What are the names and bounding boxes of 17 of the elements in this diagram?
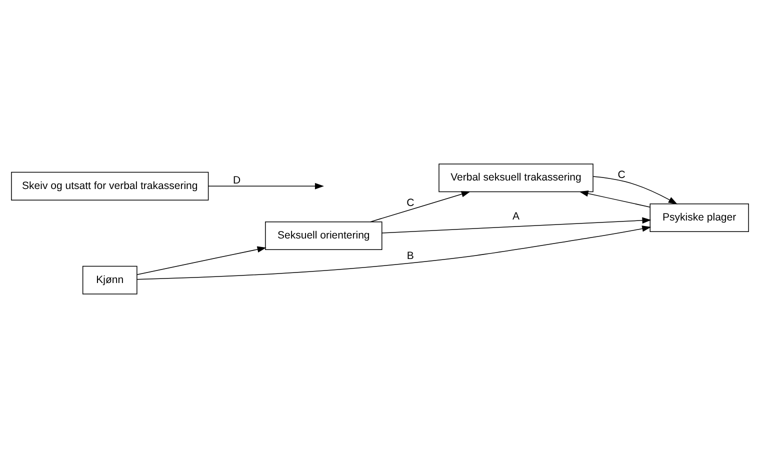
node-box: Verbal seksuell trakassering — [438, 163, 594, 192]
arrow — [592, 176, 678, 204]
arrow — [136, 225, 652, 280]
node-box: Psykiske plager — [650, 202, 749, 232]
arrow — [579, 190, 650, 207]
node-box: Seksuell orientering — [265, 220, 382, 250]
arrow — [208, 182, 324, 189]
edge-label: C — [406, 196, 414, 208]
edge-label: D — [233, 174, 241, 186]
node-box: Kjønn — [82, 265, 138, 294]
edge-label: B — [406, 250, 414, 262]
edge-label: C — [618, 168, 626, 181]
node-box: Skeiv og utsatt for verbal trakassering — [11, 171, 209, 200]
arrow — [370, 190, 470, 222]
arrow — [136, 246, 266, 274]
edge-label: A — [512, 210, 520, 222]
arrow — [382, 216, 652, 233]
